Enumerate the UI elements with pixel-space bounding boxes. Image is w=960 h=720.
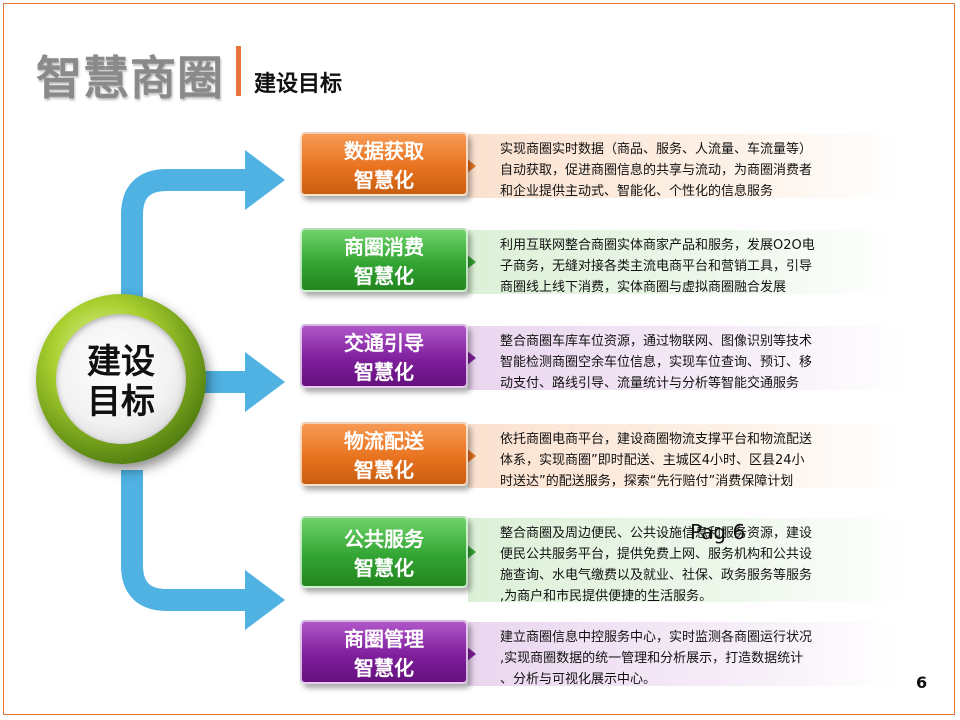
goal-description-public-service: 整合商圈及周边便民、公共设施信息和服务资源，建设 便民公共服务平台，提供免费上网… — [468, 518, 910, 602]
goal-description-management: 建立商圈信息中控服务中心，实时监测各商圈运行状况 ,实现商圈数据的统一管理和分析… — [468, 622, 898, 686]
goal-description-logistics: 依托商圈电商平台，建设商圈物流支撑平台和物流配送 体系，实现商圈”即时配送、主城… — [468, 424, 898, 488]
title-divider — [236, 46, 241, 96]
goal-label-traffic: 交通引导智慧化 — [300, 324, 468, 388]
slide-frame — [3, 3, 955, 715]
hub-line-1: 建设 — [87, 342, 155, 382]
arrow-head-top — [245, 150, 285, 210]
arrow-head-bottom — [245, 570, 285, 630]
arrow-head-middle — [245, 352, 285, 412]
page-title: 智慧商圈 — [36, 51, 224, 105]
pointer-triangle — [466, 544, 476, 560]
stray-page-footer-text: Pag 6 — [690, 520, 746, 544]
page-subtitle: 建设目标 — [254, 72, 343, 97]
pointer-triangle — [466, 646, 476, 662]
goal-label-public-service: 公共服务智慧化 — [300, 516, 468, 588]
pointer-triangle — [466, 158, 476, 174]
goal-label-consumption: 商圈消费智慧化 — [300, 228, 468, 292]
pointer-triangle — [466, 254, 476, 270]
hub-circle: 建设 目标 — [36, 294, 206, 464]
goal-label-data: 数据获取智慧化 — [300, 132, 468, 196]
goal-description-consumption: 利用互联网整合商圈实体商家产品和服务，发展O2O电 子商务，无缝对接各类主流电商… — [468, 230, 898, 294]
pointer-triangle — [466, 350, 476, 366]
goal-label-management: 商圈管理智慧化 — [300, 620, 468, 684]
hub-line-2: 目标 — [87, 382, 155, 422]
pointer-triangle — [466, 448, 476, 464]
goal-description-traffic: 整合商圈车库车位资源，通过物联网、图像识别等技术 智能检测商圈空余车位信息，实现… — [468, 326, 908, 390]
page-number: 6 — [916, 673, 928, 692]
goal-label-logistics: 物流配送智慧化 — [300, 422, 468, 486]
goal-description-data: 实现商圈实时数据（商品、服务、人流量、车流量等） 自动获取，促进商圈信息的共享与… — [468, 134, 898, 198]
